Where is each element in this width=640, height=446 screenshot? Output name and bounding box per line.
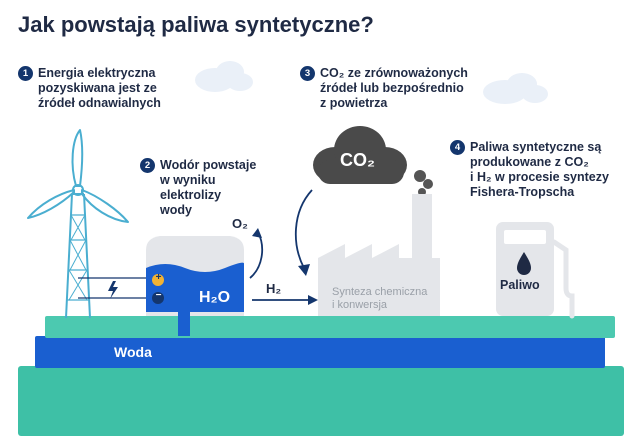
plus-electrode bbox=[152, 274, 164, 286]
minus-electrode bbox=[152, 292, 164, 304]
minus-sign: − bbox=[155, 290, 162, 301]
step-2-number: 2 bbox=[140, 158, 155, 173]
electrolyzer-icon bbox=[146, 236, 245, 336]
water-label: Woda bbox=[114, 344, 152, 360]
fuel-label: Paliwo bbox=[500, 278, 540, 292]
h2o-label: H₂O bbox=[199, 289, 231, 306]
co2-cloud-label: CO₂ bbox=[340, 150, 375, 170]
synthesis-label: Synteza chemiczna i konwersja bbox=[332, 286, 428, 311]
wind-turbine-icon bbox=[27, 129, 129, 319]
step-4-text: Paliwa syntetyczne są produkowane z CO₂ … bbox=[470, 140, 609, 199]
step-1-text: Energia elektryczna pozyskiwana jest ze … bbox=[38, 66, 161, 110]
step-3-number: 3 bbox=[300, 66, 315, 81]
ground-bottom bbox=[18, 366, 624, 436]
step-4-number: 4 bbox=[450, 140, 465, 155]
smoke-icon bbox=[414, 170, 433, 196]
cloud-icon-left bbox=[195, 61, 253, 92]
h2-label: H₂ bbox=[266, 281, 282, 296]
step-1-number: 1 bbox=[18, 66, 33, 81]
fuel-pump-icon bbox=[496, 222, 575, 319]
co2-arrow bbox=[294, 189, 313, 269]
factory-icon bbox=[318, 194, 440, 316]
step-3-text: CO₂ ze zrównoważonych źródeł lub bezpośr… bbox=[320, 66, 468, 110]
o2-label: O₂ bbox=[232, 216, 248, 231]
step-2-text: Wodór powstaje w wyniku elektrolizy wody bbox=[160, 158, 257, 217]
cloud-icon-right bbox=[483, 73, 548, 104]
plus-sign: + bbox=[155, 272, 162, 283]
co2-cloud-icon bbox=[313, 126, 407, 184]
page-title: Jak powstają paliwa syntetyczne? bbox=[18, 12, 374, 37]
ground-top bbox=[45, 316, 615, 338]
fuel-drop-icon bbox=[517, 252, 531, 275]
power-lines bbox=[78, 277, 148, 299]
lightning-icon bbox=[108, 281, 118, 299]
o2-arrow bbox=[249, 231, 264, 279]
water-layer bbox=[35, 336, 605, 368]
